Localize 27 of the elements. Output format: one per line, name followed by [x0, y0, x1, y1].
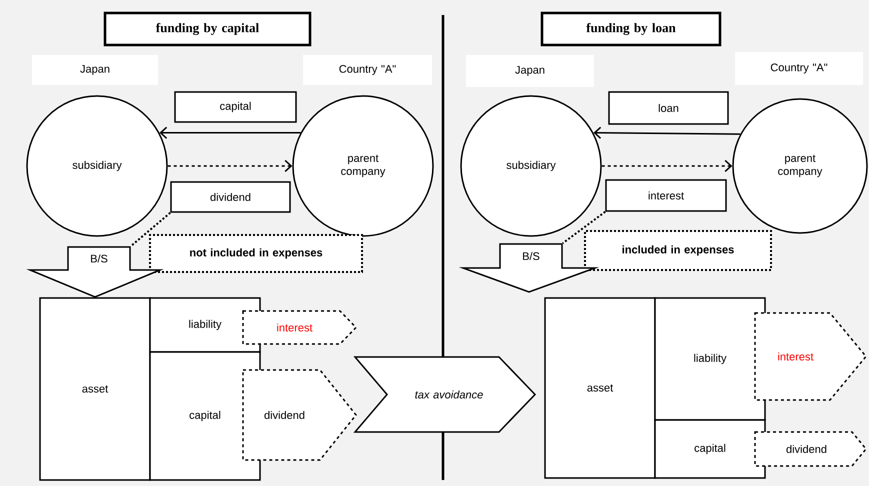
- pentagon-tag: dividend: [242, 369, 357, 461]
- table-cell: liability: [149, 297, 261, 353]
- heading-box: funding by capital: [104, 12, 312, 46]
- pentagon-tag: interest: [242, 310, 358, 345]
- pointer-box: B/S: [26, 246, 164, 298]
- pentagon-tag: dividend: [754, 431, 867, 467]
- flow-label-box: capital: [174, 91, 297, 123]
- flow-label-box: interest: [605, 179, 727, 212]
- leader-line: [130, 212, 171, 247]
- region-label: Japan: [466, 55, 594, 87]
- region-label: Country "A": [303, 55, 432, 85]
- note-box: included in expenses: [584, 230, 772, 271]
- arrow: [159, 126, 301, 139]
- arrow: [602, 160, 732, 172]
- arrow: [593, 126, 740, 139]
- pointer-box: B/S: [458, 243, 600, 293]
- table-cell: capital: [654, 419, 766, 479]
- pentagon-tag: interest: [754, 312, 867, 401]
- flow-label-box: dividend: [170, 181, 291, 213]
- region-label: Country "A": [735, 52, 863, 85]
- chevron-box: tax avoidance: [353, 356, 536, 433]
- heading-box: funding by loan: [540, 12, 722, 46]
- arrow: [168, 160, 292, 172]
- region-label: Japan: [32, 55, 158, 85]
- leader-line: [562, 210, 606, 244]
- flow-label-box: loan: [608, 91, 729, 125]
- note-box: not included in expenses: [149, 234, 363, 273]
